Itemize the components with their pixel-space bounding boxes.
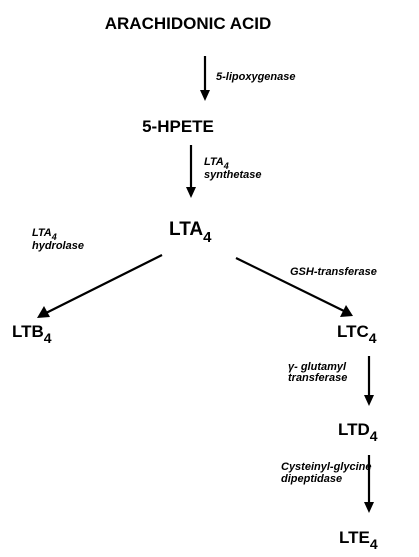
node-lta4: LTA4 xyxy=(169,219,212,246)
node-ltc4: LTC4 xyxy=(337,322,377,346)
node-lte4-sub: 4 xyxy=(370,536,378,552)
enzyme-lta4-synthetase-base: LTA xyxy=(204,156,224,168)
node-lta4-sub: 4 xyxy=(203,229,212,246)
node-ltd4: LTD4 xyxy=(338,420,378,444)
enzyme-lta4-synthetase: LTA4 synthetase xyxy=(204,156,261,181)
enzyme-lta4-synthetase-line2: synthetase xyxy=(204,169,261,181)
node-ltb4: LTB4 xyxy=(12,322,52,346)
enzyme-lta4-hydrolase-line2: hydrolase xyxy=(32,240,84,252)
node-ltd4-base: LTD xyxy=(338,420,370,439)
enzyme-gsh-transferase: GSH-transferase xyxy=(290,266,377,278)
node-lte4: LTE4 xyxy=(339,528,378,552)
enzyme-lta4-hydrolase: LTA4 hydrolase xyxy=(32,227,84,252)
arrow-ltd4-to-lte4 xyxy=(364,455,374,513)
enzyme-dipeptidase-line1: Cysteinyl-glycine xyxy=(281,461,371,473)
arrow-aa-to-hpete xyxy=(200,56,210,101)
node-ltb4-sub: 4 xyxy=(44,330,52,346)
node-lte4-base: LTE xyxy=(339,528,370,547)
arrow-lta4-to-ltb4 xyxy=(37,254,163,318)
enzyme-lta4-hydrolase-sub: 4 xyxy=(51,232,57,242)
node-5-hpete: 5-HPETE xyxy=(142,117,214,136)
node-ltb4-base: LTB xyxy=(12,322,44,341)
arrow-lta4-to-ltc4 xyxy=(235,257,353,317)
enzyme-glutamyl-transferase-line1: γ- glutamyl xyxy=(288,361,347,373)
enzyme-dipeptidase-line2: dipeptidase xyxy=(281,473,342,485)
enzyme-glutamyl-transferase-line2: transferase xyxy=(288,372,347,384)
node-lta4-base: LTA xyxy=(169,219,203,240)
enzyme-lta4-synthetase-sub: 4 xyxy=(223,161,229,171)
node-ltd4-sub: 4 xyxy=(370,428,378,444)
arrow-ltc4-to-ltd4 xyxy=(364,356,374,406)
node-ltc4-sub: 4 xyxy=(369,330,377,346)
node-ltc4-base: LTC xyxy=(337,322,369,341)
arrow-hpete-to-lta4 xyxy=(186,145,196,198)
enzyme-5-lipoxygenase: 5-lipoxygenase xyxy=(216,71,295,83)
node-arachidonic-acid: ARACHIDONIC ACID xyxy=(105,14,272,33)
enzyme-cysteinyl-glycine-dipeptidase: Cysteinyl-glycine dipeptidase xyxy=(281,461,375,485)
enzyme-lta4-hydrolase-base: LTA xyxy=(32,227,52,239)
enzyme-glutamyl-transferase: γ- glutamyl transferase xyxy=(288,361,349,384)
